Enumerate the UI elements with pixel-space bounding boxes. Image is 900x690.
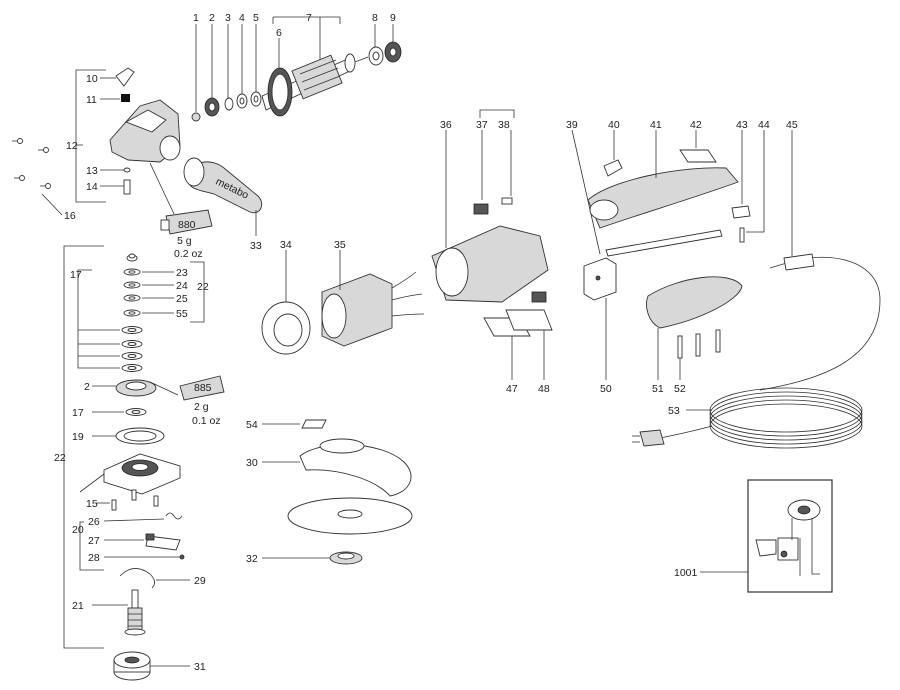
callout-35: 35 xyxy=(334,239,346,251)
callout-16: 16 xyxy=(64,210,76,222)
inset-electronics-detail xyxy=(747,479,833,593)
callout-29: 29 xyxy=(194,575,206,587)
callout-2-spindle: 2 xyxy=(84,381,90,393)
callout-9: 9 xyxy=(390,12,396,24)
callout-32: 32 xyxy=(246,553,258,565)
callout-13: 13 xyxy=(86,165,98,177)
callout-15: 15 xyxy=(86,498,98,510)
callout-30: 30 xyxy=(246,457,258,469)
callout-20: 20 xyxy=(72,524,84,536)
callout-24: 24 xyxy=(176,280,188,292)
grease-885-oz: 0.1 oz xyxy=(192,415,221,427)
callout-52: 52 xyxy=(674,383,686,395)
callout-2: 2 xyxy=(209,12,215,24)
callout-25: 25 xyxy=(176,293,188,305)
callout-7: 7 xyxy=(306,12,312,24)
grease-885-amount: 2 g xyxy=(194,401,209,413)
callout-28: 28 xyxy=(88,552,100,564)
grease-880-code: 880 xyxy=(178,219,196,231)
callout-12: 12 xyxy=(66,140,78,152)
guard-and-disc: 54 30 32 xyxy=(246,419,413,565)
callout-38: 38 xyxy=(498,119,510,131)
handle-section: 39 40 41 42 43 44 51 52 xyxy=(566,119,881,593)
callout-34: 34 xyxy=(280,239,292,251)
callout-8: 8 xyxy=(372,12,378,24)
callout-17-mid: 17 xyxy=(72,407,84,419)
callout-23: 23 xyxy=(176,267,188,279)
callout-14: 14 xyxy=(86,181,98,193)
screws-16 xyxy=(12,138,51,189)
callout-44: 44 xyxy=(758,119,770,131)
grease-880-amount: 5 g xyxy=(177,235,192,247)
grease-885-code: 885 xyxy=(194,382,212,394)
callout-33: 33 xyxy=(250,240,262,252)
side-handle: metabo 33 xyxy=(183,157,263,252)
callout-1: 1 xyxy=(193,12,199,24)
grease-tube-880: 880 5 g 0.2 oz xyxy=(149,162,213,260)
callout-31: 31 xyxy=(194,661,206,673)
callout-39: 39 xyxy=(566,119,578,131)
top-small-parts: 1 2 3 4 5 6 7 8 9 xyxy=(191,12,402,122)
callout-55: 55 xyxy=(176,308,188,320)
shim-washers xyxy=(123,268,141,317)
callout-54: 54 xyxy=(246,419,258,431)
power-cord-coil xyxy=(632,387,863,449)
callout-27: 27 xyxy=(88,535,100,547)
gear-head-group: 10 11 12 13 14 16 xyxy=(12,67,181,222)
callout-40: 40 xyxy=(608,119,620,131)
callout-53: 53 xyxy=(668,405,680,417)
callout-45: 45 xyxy=(786,119,798,131)
callout-43: 43 xyxy=(736,119,748,131)
callout-41: 41 xyxy=(650,119,662,131)
callout-36: 36 xyxy=(440,119,452,131)
callout-10: 10 xyxy=(86,73,98,85)
callout-37: 37 xyxy=(476,119,488,131)
callout-11: 11 xyxy=(86,94,97,106)
callout-3: 3 xyxy=(225,12,231,24)
callout-1001: 1001 xyxy=(674,567,698,579)
motor-section: 34 35 36 37 38 47 48 50 xyxy=(261,109,617,395)
callout-17-top: 17 xyxy=(70,269,82,281)
callout-6: 6 xyxy=(276,27,282,39)
callout-21: 21 xyxy=(72,600,84,612)
callout-47: 47 xyxy=(506,383,518,395)
callout-4: 4 xyxy=(239,12,245,24)
callout-22-right: 22 xyxy=(197,281,209,293)
callout-48: 48 xyxy=(538,383,550,395)
grease-880-oz: 0.2 oz xyxy=(174,248,203,260)
callout-22-left: 22 xyxy=(54,452,66,464)
armature xyxy=(261,53,369,117)
spindle-assembly: 22 17 22 23 24 25 55 xyxy=(54,245,225,681)
callout-5: 5 xyxy=(253,12,259,24)
callout-42: 42 xyxy=(690,119,702,131)
callout-19: 19 xyxy=(72,431,84,443)
callout-51: 51 xyxy=(652,383,664,395)
callout-50: 50 xyxy=(600,383,612,395)
callout-26: 26 xyxy=(88,516,100,528)
